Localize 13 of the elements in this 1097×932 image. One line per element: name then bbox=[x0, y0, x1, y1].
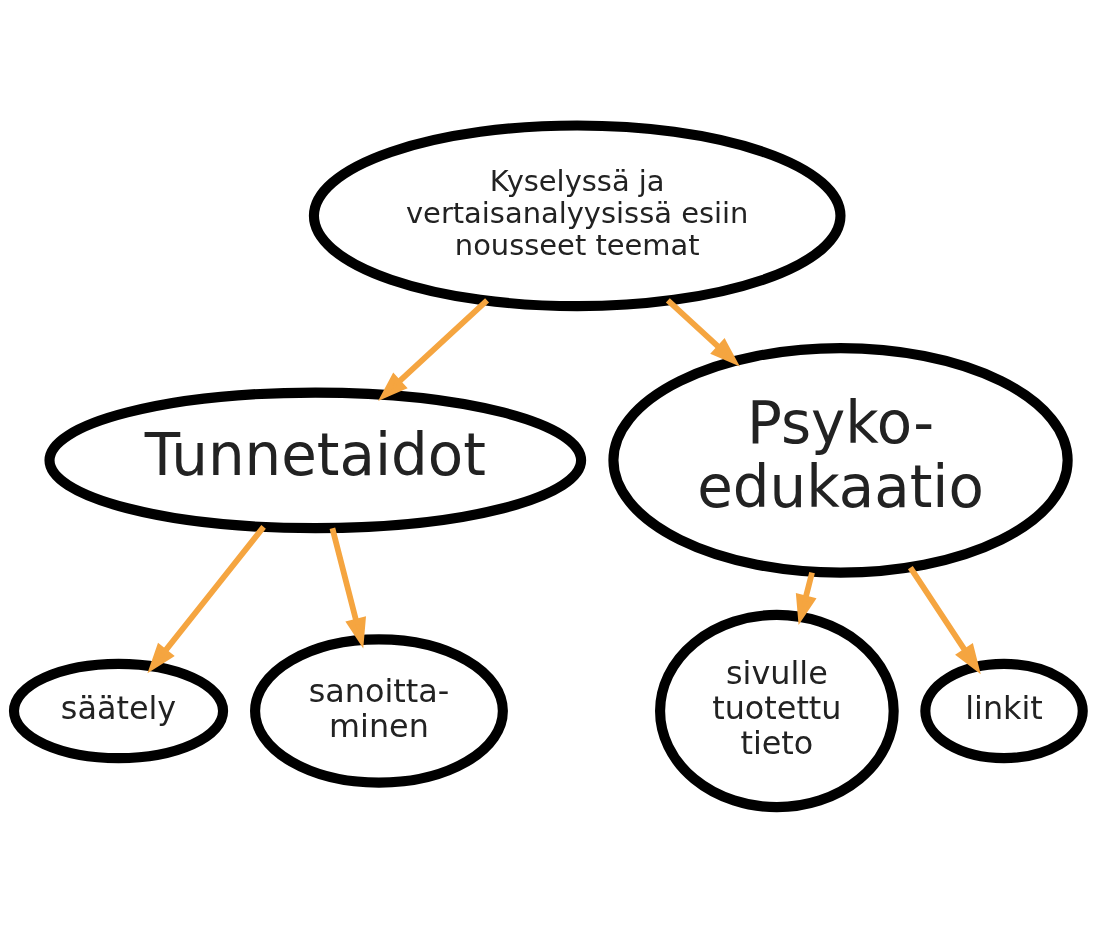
node-ellipse: Kyselyssä ja vertaisanalyysissä esiin nousseet teemat bbox=[308, 119, 846, 311]
arrow bbox=[329, 526, 366, 648]
node-ellipse: sanoitta- minen bbox=[250, 633, 508, 788]
node-ellipse: säätely bbox=[8, 658, 229, 763]
node-ellipse: sivulle tuotettu tieto bbox=[655, 609, 899, 812]
arrow bbox=[378, 297, 490, 401]
node-ellipse: Psyko- edukaatio bbox=[608, 342, 1073, 578]
node-ellipse: Tunnetaidot bbox=[44, 387, 587, 533]
arrow bbox=[147, 524, 266, 673]
arrow bbox=[907, 565, 981, 674]
arrow bbox=[665, 297, 740, 367]
node-ellipse: linkit bbox=[920, 658, 1088, 763]
arrow bbox=[795, 571, 817, 625]
